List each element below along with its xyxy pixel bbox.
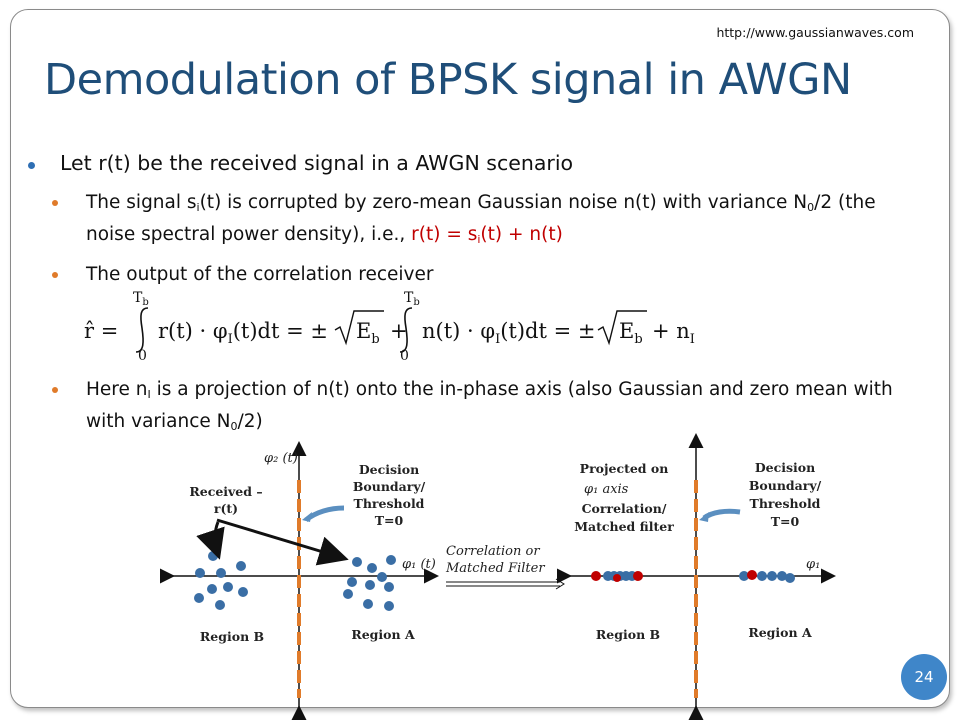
scatter-point	[195, 568, 205, 578]
projected-label-4: Matched filter	[574, 519, 674, 534]
scatter-point	[215, 600, 225, 610]
bullet-signal-corrupted: The signal si(t) is corrupted by zero-me…	[86, 192, 876, 246]
decision-left-4: T=0	[375, 513, 404, 528]
transform-arrow-head	[555, 578, 565, 590]
decision-left-3: Threshold	[354, 496, 425, 511]
projected-region-a-points	[739, 570, 795, 583]
decision-right-1: Decision	[755, 460, 815, 475]
scatter-point	[613, 574, 621, 582]
scatter-point	[352, 557, 362, 567]
left-boundary-pointer-head	[302, 512, 312, 522]
transform-label-1: Correlation or	[446, 544, 540, 559]
scatter-point	[739, 571, 749, 581]
projected-label-1: Projected on	[580, 461, 669, 476]
eq-upper-limit-1: Tb	[133, 290, 149, 308]
decision-right-4: T=0	[771, 514, 800, 529]
scatter-point	[238, 587, 248, 597]
scatter-point	[236, 561, 246, 571]
received-label-2: r(t)	[214, 501, 238, 516]
scatter-point	[343, 589, 353, 599]
projected-label-3: Correlation/	[582, 501, 667, 516]
scatter-point	[216, 568, 226, 578]
scatter-point	[223, 582, 233, 592]
transform-label-2: Matched Filter	[445, 561, 545, 576]
scatter-point	[365, 580, 375, 590]
bullet-dot	[28, 162, 35, 169]
scatter-point	[777, 571, 787, 581]
scatter-point	[384, 601, 394, 611]
scatter-point	[347, 577, 357, 587]
bullet-correlation-output: The output of the correlation receiver	[86, 264, 434, 285]
sub-bullet-dot	[52, 200, 58, 206]
eq-lower-limit-2: 0	[400, 348, 409, 364]
projected-label-2: φ₁ axis	[584, 482, 629, 497]
eq-lhs: r̂ =	[84, 319, 118, 343]
region-b-right-label: Region B	[596, 627, 660, 642]
received-label-1: Received –	[189, 484, 262, 499]
scatter-point	[377, 572, 387, 582]
slide-frame	[10, 9, 950, 708]
slide-title: Demodulation of BPSK signal in AWGN	[44, 55, 852, 105]
sub-bullet-dot	[52, 387, 58, 393]
region-a-right-label: Region A	[748, 625, 812, 640]
integral-sign-1	[135, 307, 149, 353]
region-a-left-label: Region A	[351, 627, 415, 642]
scatter-point	[785, 573, 795, 583]
scatter-point	[367, 563, 377, 573]
integral-sign-2	[399, 307, 413, 353]
right-boundary-pointer	[702, 508, 741, 521]
eq-upper-limit-2: Tb	[404, 290, 420, 308]
scatter-point	[747, 570, 757, 580]
scatter-point	[386, 555, 396, 565]
source-url: http://www.gaussianwaves.com	[716, 25, 914, 40]
region-a-points	[343, 555, 396, 611]
received-vector-arrow	[216, 518, 349, 566]
projected-region-b-points	[591, 571, 643, 582]
page-number-badge: 24	[901, 654, 947, 700]
decision-left-1: Decision	[359, 462, 419, 477]
decision-right-2: Boundary/	[749, 478, 822, 493]
phi2-label: φ₂ (t)	[264, 451, 298, 466]
left-phi1-label: φ₁ (t)	[402, 557, 436, 572]
scatter-point	[767, 571, 777, 581]
correlation-equation: r̂ = Tb 0 r(t) · φI(t)dt = ± Eb + Tb 0 n…	[84, 290, 695, 364]
decision-right-3: Threshold	[750, 496, 821, 511]
sqrt-sign-1	[334, 310, 384, 346]
bpsk-constellation-diagram: φ₂ (t) φ₁ (t) Received – r(t) Decision B…	[160, 433, 836, 720]
sub-bullet-dot	[52, 272, 58, 278]
eq-sqrt-2: Eb	[619, 319, 643, 347]
eq-integrand-2: n(t) · φI(t)dt = ±	[422, 319, 595, 347]
scatter-point	[633, 571, 643, 581]
region-b-left-label: Region B	[200, 629, 264, 644]
scatter-point	[384, 582, 394, 592]
right-phi1-label: φ₁	[806, 557, 820, 572]
right-boundary-pointer-head	[699, 512, 709, 522]
sqrt-sign-2	[597, 310, 647, 346]
received-pointer-arrow	[196, 521, 225, 560]
scatter-point	[207, 584, 217, 594]
bullet-projection-noise: Here nI is a projection of n(t) onto the…	[86, 379, 893, 433]
scatter-point	[591, 571, 601, 581]
scatter-point	[757, 571, 767, 581]
eq-plus: +	[390, 319, 408, 343]
eq-tail: + nI	[652, 319, 695, 347]
region-b-points	[194, 551, 248, 610]
left-boundary-pointer	[304, 505, 345, 523]
decision-left-2: Boundary/	[353, 479, 426, 494]
bullet-received-signal: Let r(t) be the received signal in a AWG…	[60, 151, 574, 175]
eq-lower-limit-1: 0	[138, 348, 147, 364]
eq-sqrt-1: Eb	[356, 319, 380, 347]
eq-integrand-1: r(t) · φI(t)dt = ±	[158, 319, 328, 347]
scatter-point	[363, 599, 373, 609]
scatter-point	[194, 593, 204, 603]
